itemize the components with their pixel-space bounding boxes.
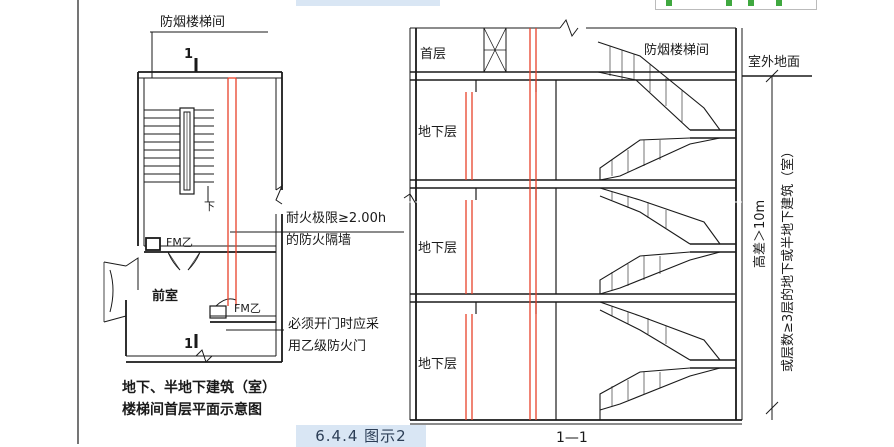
wall-note-line1: 耐火极限≥2.00h [286, 211, 386, 226]
plan-door-label-2: FM乙 [234, 302, 261, 315]
plan-caption-line1: 地下、半地下建筑（室） [122, 379, 276, 396]
wall-note-line2: 的防火隔墙 [286, 232, 351, 248]
plan-down-label: 下 [204, 200, 215, 213]
first-floor-label: 首层 [420, 47, 446, 62]
basement-label-3: 地下层 [418, 357, 457, 372]
plan-section-mark-top: 1 [184, 47, 193, 62]
plan-door-label-1: FM乙 [166, 236, 193, 249]
corner-toolbar [655, 0, 817, 10]
plan-fire-wall [227, 77, 237, 306]
section-title: 防烟楼梯间 [644, 42, 709, 58]
section-label: 1—1 [556, 430, 588, 444]
plan-anteroom: 前室 [152, 288, 178, 304]
plan-caption-line2: 楼梯间首层平面示意图 [122, 401, 262, 418]
outdoor-ground-label: 室外地面 [748, 54, 800, 70]
dimension-line1: 高差＞10m [752, 200, 768, 268]
figure-label: 6.4.4 图示2 [296, 425, 426, 447]
plan-title: 防烟楼梯间 [160, 14, 225, 30]
plan-section-mark-bottom: 1 [184, 337, 193, 352]
door-note-line2: 用乙级防火门 [288, 338, 366, 354]
plan-view [77, 0, 404, 444]
dimension-line2: 或层数≥3层的地下或半地下建筑（室） [780, 145, 796, 372]
basement-label-1: 地下层 [418, 125, 457, 140]
top-tab-marker [296, 0, 440, 6]
section-fire-wall [465, 28, 537, 420]
basement-label-2: 地下层 [418, 241, 457, 256]
door-note-line1: 必须开门时应采 [288, 316, 379, 332]
section-view [403, 18, 812, 425]
